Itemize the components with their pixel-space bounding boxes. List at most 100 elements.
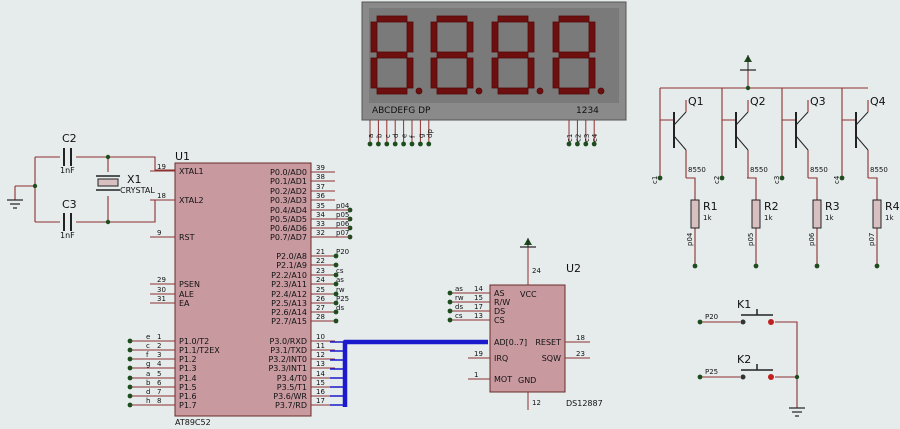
seven-segment-display[interactable]: ABCDEFG DP 1234: [361, 1, 627, 121]
rtc-pin-name: RESET: [535, 338, 561, 347]
transistor-part: 8550: [870, 166, 888, 174]
junction-dot: [333, 300, 339, 306]
junction-dot: [127, 393, 133, 399]
x1-ref: X1: [127, 173, 142, 186]
mcu-net-label: ds: [336, 304, 344, 312]
segment-pin[interactable]: f: [409, 120, 417, 147]
transistor-part: 8550: [810, 166, 828, 174]
mcu-pin-name: P3.3/INT1: [268, 364, 307, 373]
transistor-collector-net: c4: [833, 175, 841, 184]
junction-dot: [697, 374, 703, 380]
segment-pin[interactable]: dp: [426, 120, 434, 147]
mcu-pin-name: P2.7/A15: [271, 317, 307, 326]
junction-dot: [583, 141, 589, 147]
rtc-net-label: cs: [455, 312, 463, 320]
rtc-pin-name: SQW: [542, 354, 561, 363]
rtc-pin-number: 18: [576, 334, 585, 342]
digit-pin[interactable]: c4: [591, 120, 599, 147]
segment-pin[interactable]: a: [367, 120, 375, 147]
transistor-part: 8550: [750, 166, 768, 174]
rtc-pin-number: 19: [474, 350, 483, 358]
segment-pin-label: f: [409, 135, 417, 138]
segment-pin[interactable]: d: [392, 120, 400, 147]
digit-pin[interactable]: c1: [566, 120, 574, 147]
junction-dot: [401, 141, 406, 147]
rtc-net-label: as: [455, 285, 463, 293]
mcu-pin-name: P3.2/INT0: [268, 355, 307, 364]
mcu-pin-number: 5: [157, 370, 161, 378]
digit-pin[interactable]: c3: [583, 120, 591, 147]
resistor-net-label: p06: [808, 232, 816, 246]
mcu-pin-number: 14: [316, 370, 325, 378]
segment-pin[interactable]: e: [401, 120, 409, 147]
digit-pin[interactable]: c2: [574, 120, 582, 147]
junction-dot: [127, 375, 133, 381]
segment-pin[interactable]: g: [417, 120, 425, 147]
segment-pin[interactable]: b: [375, 120, 383, 147]
mcu-net-label: h: [146, 397, 150, 405]
mcu-pin-number: 34: [316, 211, 325, 219]
junction-dot: [127, 384, 133, 390]
junction-dot: [333, 262, 339, 268]
junction-dot: [697, 319, 703, 325]
rtc-pin-left[interactable]: AD[0..7]: [494, 338, 527, 347]
resistor-value: 1k: [764, 214, 773, 222]
segment-pin[interactable]: c: [384, 120, 392, 147]
transistor-collector-net: c2: [713, 176, 721, 184]
